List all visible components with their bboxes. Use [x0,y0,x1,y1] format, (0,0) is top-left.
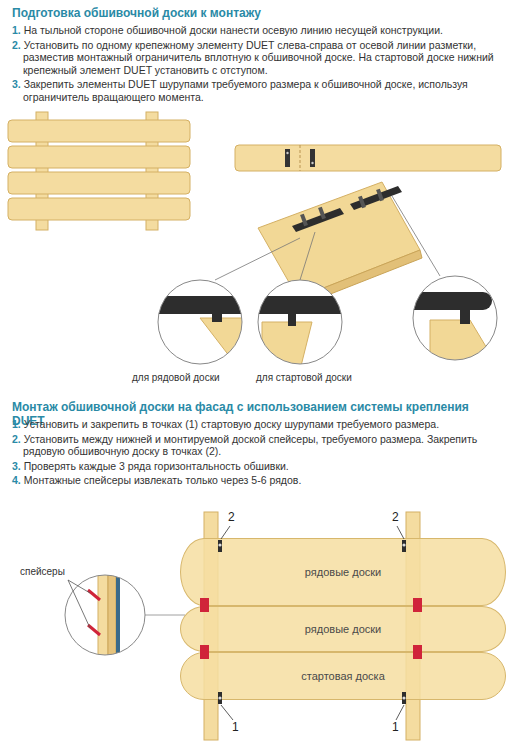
board-with-clips [235,145,501,171]
spacer-detail [68,580,90,628]
spacer-detail [116,570,120,660]
perspective-board [358,196,366,209]
board-with-clips [235,145,501,171]
callout-number: 2 [392,510,399,524]
callout-number: 2 [228,510,235,524]
board-with-clips [286,152,288,154]
detail-circle [460,310,470,324]
detail-circle [400,276,500,370]
board-label: стартовая доска [301,670,385,682]
instruction-step: 1. Установить и закрепить в точках (1) с… [12,418,512,431]
instruction-step: 3. Проверять каждые 3 ряда горизонтально… [12,460,512,473]
board-stack [8,198,190,220]
board-with-clips [311,162,313,164]
board-stack [8,146,190,168]
perspective-board [350,186,402,210]
perspective-board [215,238,300,280]
detail-circle [430,320,500,370]
perspective-board [392,196,440,276]
board-label: рядовые доски [305,566,381,578]
instruction-step: 2. Установить между нижней и монтируемой… [12,433,512,458]
perspective-board [300,214,308,227]
spacer-detail [65,570,185,660]
spacer-detail [88,570,120,660]
leader-line [396,705,404,720]
detail-circle [262,322,312,370]
instruction-step: 1. На тыльной стороне обшивочной доски н… [12,24,512,37]
section-heading: Подготовка обшивочной доски к монтажу [12,6,502,20]
board-stack [8,172,190,194]
detail-circle [400,292,492,310]
perspective-board [258,182,420,298]
detail-circle [150,296,260,370]
detail-caption: для стартовой доски [256,372,352,384]
perspective-board [215,182,440,306]
instruction-step: 4. Монтажные спейсеры извлекать только ч… [12,474,512,487]
spacer-detail [108,570,116,660]
detail-caption: для рядовой доски [132,372,220,384]
detail-circle [258,280,342,364]
board-with-clips [300,145,301,171]
detail-circle [250,296,350,370]
perspective-board [376,189,384,202]
spacer-detail [88,590,100,600]
detail-circle [288,314,296,326]
perspective-board [300,232,315,280]
spacer-detail [98,570,108,660]
detail-circle [158,280,242,364]
callout-number: 1 [392,720,399,734]
spacer-detail [65,575,145,655]
board-with-clips [285,149,290,167]
part-label: спейсеры [20,566,65,578]
board-with-clips [310,149,315,167]
spacer-detail [88,625,100,635]
leader-line [221,705,233,720]
spacer-detail [145,615,185,616]
perspective-board [292,208,344,232]
board: рядовые доски [180,538,506,606]
detail-circle [200,318,260,370]
perspective-board [318,207,326,220]
instruction-step: 3. Закрепить элементы DUET шурупами треб… [12,78,512,103]
board: рядовые доски [180,606,506,652]
detail-circle [413,276,497,360]
board-stack [8,112,190,230]
detail-circle [212,314,222,322]
board-label: рядовые доски [305,623,381,635]
board-stack [8,120,190,142]
board: стартовая доска [180,652,506,700]
callout-number: 1 [232,720,239,734]
detail-circle [250,280,350,370]
instruction-step: 2. Установить по одному крепежному элеме… [12,39,512,77]
detail-circle [150,280,260,370]
